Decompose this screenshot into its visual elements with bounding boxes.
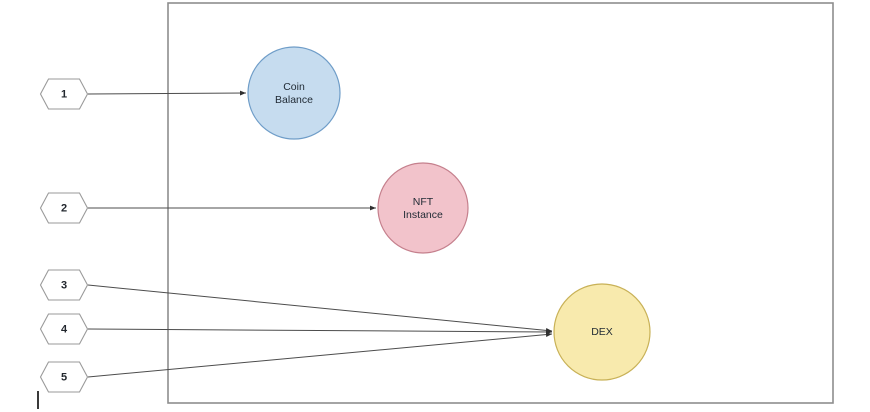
node-nft-instance[interactable]: NFT Instance — [377, 162, 469, 254]
edge-callout-1-to-coin-balance — [87, 90, 247, 96]
callout-1[interactable]: 1 — [39, 78, 89, 110]
node-dex[interactable]: DEX — [553, 283, 651, 381]
callout-5[interactable]: 5 — [39, 361, 89, 393]
callout-1-hexagon[interactable] — [39, 78, 89, 110]
edges-group — [87, 90, 553, 378]
callout-4-hexagon[interactable] — [39, 313, 89, 345]
edge-callout-3-to-dex — [87, 284, 553, 333]
edge-callout-5-to-dex — [87, 332, 553, 378]
callout-2[interactable]: 2 — [39, 192, 89, 224]
coin-balance-circle[interactable] — [247, 46, 341, 140]
callout-2-hexagon[interactable] — [39, 192, 89, 224]
edge-callout-4-to-dex — [87, 328, 553, 335]
callout-3[interactable]: 3 — [39, 269, 89, 301]
dex-circle[interactable] — [553, 283, 651, 381]
nft-instance-circle[interactable] — [377, 162, 469, 254]
callout-4[interactable]: 4 — [39, 313, 89, 345]
callouts-group: 1 2 3 4 5 — [39, 78, 89, 393]
system-boundary-rect — [167, 2, 834, 404]
node-coin-balance[interactable]: Coin Balance — [247, 46, 341, 140]
callout-5-hexagon[interactable] — [39, 361, 89, 393]
callout-3-hexagon[interactable] — [39, 269, 89, 301]
